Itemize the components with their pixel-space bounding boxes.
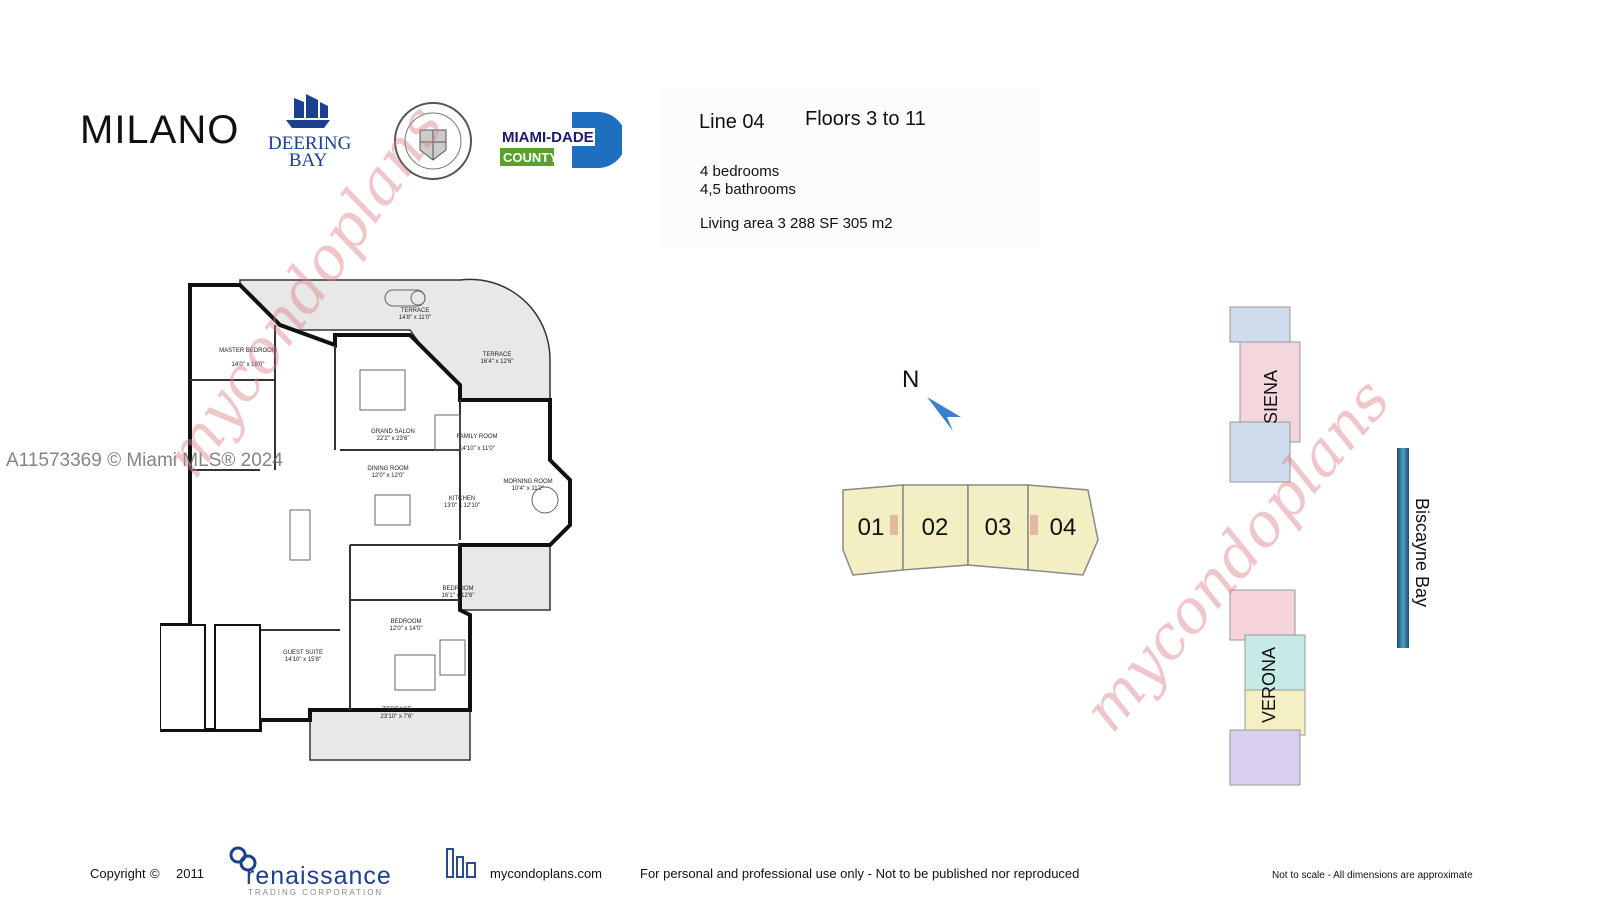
room-dim-kitchen: 13'0" x 12'10" [444, 503, 480, 509]
siena-label: SIENA [1261, 370, 1281, 424]
room-dim-guest-suite: 14'10" x 15'8" [285, 657, 321, 663]
deering-logo-line-2: BAY [288, 150, 328, 171]
floors-range: Floors 3 to 11 [805, 108, 926, 130]
deering-bay-logo: DEERING BAY [268, 92, 352, 171]
room-label-dining-room: DINING ROOM [367, 466, 408, 472]
deering-logo-line-1: DEERING [268, 133, 352, 154]
room-label-guest-suite: GUEST SUITE [283, 650, 323, 656]
room-label-grand-salon: GRAND SALON [371, 429, 415, 435]
room-dim-terrace-top: 14'8" x 11'0" [399, 315, 431, 321]
building-units-diagram: 01 02 03 04 [842, 484, 1099, 576]
room-dim-morning-room: 10'4" x 11'2" [512, 486, 544, 492]
mls-watermark: A11573369 © Miami MLS® 2024 [6, 450, 283, 471]
verona-label: VERONA [1259, 647, 1279, 723]
line-number: Line 04 [699, 111, 765, 133]
unit-info-panel [660, 88, 1040, 248]
terrace-right [459, 544, 551, 611]
room-dim-bedroom-1: 16'1" x 12'6" [442, 593, 475, 599]
verona-building: VERONA [1229, 589, 1306, 786]
unit-01-label: 01 [858, 514, 885, 541]
terrace-top [239, 278, 551, 401]
building-name: MILANO [80, 108, 240, 152]
county-logo-bottom: COUNTY [503, 150, 558, 165]
renaissance-logo-text: renaissance [246, 862, 392, 890]
room-dim-terrace-bottom: 23'10" x 7'6" [381, 714, 414, 720]
north-arrow-icon [927, 397, 961, 431]
room-dim-family-room: 14'10" x 11'0" [459, 446, 495, 452]
room-label-morning-room: MORNING ROOM [503, 479, 552, 485]
bathroom-count: 4,5 bathrooms [700, 181, 796, 198]
unit-03-label: 03 [985, 514, 1012, 541]
copyright-year: 2011 [176, 866, 204, 881]
room-label-family-room: FAMILY ROOM [456, 434, 497, 440]
ship-icon [286, 94, 330, 128]
coral-gables-seal [394, 102, 472, 180]
living-area: Living area 3 288 SF 305 m2 [700, 215, 893, 232]
biscayne-bay-label: Biscayne Bay [1412, 498, 1432, 608]
usage-notice: For personal and professional use only -… [640, 866, 1080, 881]
room-dim-bedroom-2: 12'0" x 14'0" [390, 626, 423, 632]
unit-04-label: 04 [1050, 514, 1077, 541]
room-label-bedroom-1: BEDROOM [442, 586, 473, 592]
mycondoplans-logo-icon [446, 848, 476, 878]
room-label-master-bedroom: MASTER BEDROOM [219, 348, 277, 354]
floor-plan: TERRACE 14'8" x 11'0" TERRACE 16'4" x 12… [160, 278, 572, 761]
biscayne-bay-bar [1397, 448, 1409, 648]
unit-02-label: 02 [922, 514, 949, 541]
bedroom-count: 4 bedrooms [700, 163, 780, 180]
room-dim-master-bedroom: 14'0" x 16'0" [232, 362, 265, 368]
room-label-terrace-bottom: TERRACE [383, 707, 412, 713]
copyright-symbol: © [150, 866, 160, 881]
county-logo-top: MIAMI-DADE [502, 129, 594, 146]
room-label-kitchen: KITCHEN [449, 496, 475, 502]
scale-notice: Not to scale - All dimensions are approx… [1272, 870, 1473, 881]
miami-dade-county-logo: MIAMI-DADE COUNTY [500, 112, 622, 168]
north-label: N [902, 366, 920, 393]
siena-building: SIENA [1229, 306, 1301, 483]
room-label-terrace-top: TERRACE [401, 308, 430, 314]
room-label-bedroom-2: BEDROOM [390, 619, 421, 625]
room-dim-dining-room: 12'0" x 12'0" [372, 473, 405, 479]
room-label-terrace-right: TERRACE [483, 352, 512, 358]
copyright-label: Copyright [90, 866, 146, 881]
renaissance-logo-subtext: TRADING CORPORATION [248, 888, 384, 897]
room-dim-grand-salon: 22'2" x 23'6" [377, 436, 410, 442]
mycondoplans-link: mycondoplans.com [490, 866, 602, 881]
room-dim-terrace-right: 16'4" x 12'6" [481, 359, 514, 365]
renaissance-logo-icon [229, 846, 257, 872]
